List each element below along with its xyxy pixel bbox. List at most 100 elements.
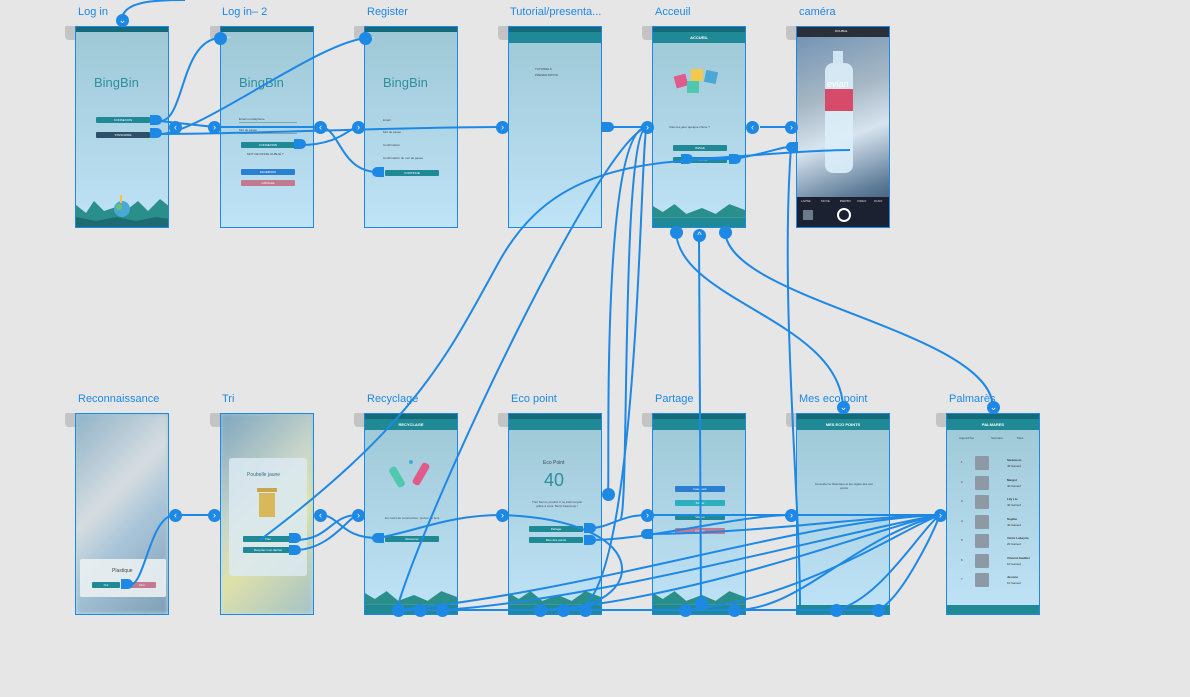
link-handle[interactable] — [372, 167, 384, 177]
tab-bar[interactable] — [653, 218, 745, 227]
link-node[interactable] — [414, 604, 427, 617]
link-node[interactable] — [579, 604, 592, 617]
back-arrow-icon[interactable]: ← — [370, 34, 376, 40]
artboard-title-meseco[interactable]: Mes eco point — [799, 393, 868, 405]
camera-mode[interactable]: LAPSE — [801, 199, 811, 203]
camera-mode[interactable]: PANO — [874, 199, 883, 203]
link-handle[interactable] — [289, 533, 301, 543]
link-handle[interactable] — [584, 535, 596, 545]
screen-ecopoint[interactable]: Eco Point 40 Trier bien le produit. Il n… — [508, 413, 602, 615]
facebook-button[interactable]: FACEBOOK — [241, 169, 295, 175]
artboard-title-reconnaissance[interactable]: Reconnaissance — [78, 393, 160, 405]
google-button[interactable]: GOOGLE — [241, 180, 295, 186]
link-node[interactable] — [602, 488, 615, 501]
recycle-button[interactable]: Recycler mon déchet — [243, 547, 293, 553]
continue-button[interactable]: CONTINUE — [385, 170, 439, 176]
link-node[interactable] — [392, 604, 405, 617]
link-handle[interactable] — [150, 115, 162, 125]
connexion-button[interactable]: CONNEXION — [241, 142, 295, 148]
artboard-title-tutorial[interactable]: Tutorial/presenta... — [510, 6, 602, 18]
screen-recyclage[interactable]: RECYCLAGE En cours de construction, (sui… — [364, 413, 458, 615]
artboard-title-partage[interactable]: Partage — [655, 393, 694, 405]
link-handle[interactable] — [602, 122, 614, 132]
camera-mode[interactable]: MOVE — [821, 199, 830, 203]
chevron-left-icon[interactable]: ‹ — [746, 121, 759, 134]
camera-mode[interactable]: VIDEO — [857, 199, 867, 203]
tab-month[interactable]: Mois — [1017, 436, 1024, 440]
screen-accueil[interactable]: ACCUEIL Vous les jeter quelque chose ? I… — [652, 26, 746, 228]
chevron-up-icon[interactable]: ^ — [693, 229, 706, 242]
yes-button[interactable]: Oui — [92, 582, 120, 588]
chevron-right-icon[interactable]: › — [641, 509, 654, 522]
link-node[interactable] — [436, 604, 449, 617]
link-node[interactable] — [830, 604, 843, 617]
link-node[interactable] — [670, 226, 683, 239]
camera-mode[interactable]: PHOTO — [840, 199, 851, 203]
chevron-right-icon[interactable]: › — [208, 509, 221, 522]
chevron-right-icon[interactable]: › — [352, 121, 365, 134]
gallery-thumbnail[interactable] — [803, 210, 813, 220]
link-handle[interactable] — [681, 154, 693, 164]
chevron-down-icon[interactable]: ⌄ — [116, 14, 129, 27]
link-node[interactable] — [557, 604, 570, 617]
link-node[interactable] — [695, 597, 708, 610]
tab-week[interactable]: Semaine — [991, 436, 1003, 440]
artboard-title-login[interactable]: Log in — [78, 6, 108, 18]
link-node[interactable] — [872, 604, 885, 617]
link-handle[interactable] — [294, 139, 306, 149]
screen-tutorial[interactable]: TUTORIELS PRESENTATION — [508, 26, 602, 228]
no-button[interactable]: Non — [128, 582, 156, 588]
chevron-left-icon[interactable]: ‹ — [169, 509, 182, 522]
link-handle[interactable] — [121, 579, 133, 589]
chevron-right-icon[interactable]: › — [496, 121, 509, 134]
link-handle[interactable] — [641, 529, 653, 539]
chevron-left-icon[interactable]: ‹ — [314, 509, 327, 522]
tab-today[interactable]: Aujourd'hui — [959, 436, 974, 440]
image-button[interactable]: IMAGE — [673, 145, 727, 151]
screen-camera[interactable]: DOUBLE evian LAPSE MOVE PHOTO VIDEO PANO — [796, 26, 890, 228]
link-handle[interactable] — [584, 523, 596, 533]
confirmation-field[interactable]: Confirmation — [383, 143, 401, 147]
artboard-title-tri[interactable]: Tri — [222, 393, 235, 405]
link-handle[interactable] — [786, 142, 798, 152]
link-node[interactable] — [534, 604, 547, 617]
chevron-right-icon[interactable]: › — [934, 509, 947, 522]
artboard-title-register[interactable]: Register — [367, 6, 408, 18]
back-arrow-icon[interactable]: ← — [226, 34, 232, 40]
link-handle[interactable] — [729, 154, 741, 164]
screen-tri[interactable]: Poubelle jaune Trier Recycler mon déchet — [220, 413, 314, 615]
confirm-password-field[interactable]: Confirmation du mot de passe — [383, 156, 424, 160]
link-node[interactable] — [359, 32, 372, 45]
chevron-right-icon[interactable]: › — [785, 121, 798, 134]
tab-bar[interactable] — [947, 605, 1039, 614]
chevron-down-icon[interactable]: ⌄ — [987, 401, 1000, 414]
my-points-button[interactable]: Mes des points — [529, 537, 583, 543]
sort-button[interactable]: Trier — [243, 536, 293, 542]
share-button[interactable]: Partage — [529, 526, 583, 532]
chevron-right-icon[interactable]: › — [785, 509, 798, 522]
shutter-button[interactable] — [837, 208, 851, 222]
chevron-right-icon[interactable]: › — [641, 121, 654, 134]
artboard-title-palmares[interactable]: Palmarès — [949, 393, 996, 405]
link-node[interactable] — [728, 604, 741, 617]
forgot-password-link[interactable]: MOT DE PASSE OUBLIÉ ? — [247, 152, 284, 156]
chevron-left-icon[interactable]: ‹ — [314, 121, 327, 134]
artboard-title-recyclage[interactable]: Recyclage — [367, 393, 419, 405]
artboard-title-camera[interactable]: caméra — [799, 6, 836, 18]
password-field[interactable]: Mot de passe — [239, 128, 258, 132]
register-button[interactable]: S'INSCRIRE — [96, 132, 150, 138]
link-node[interactable] — [679, 604, 692, 617]
chevron-right-icon[interactable]: › — [352, 509, 365, 522]
email-field[interactable]: Email — [383, 118, 391, 122]
chevron-right-icon[interactable]: › — [208, 121, 221, 134]
link-node[interactable] — [214, 32, 227, 45]
artboard-title-ecopoint[interactable]: Eco point — [511, 393, 557, 405]
return-button[interactable]: Retourner — [385, 536, 439, 542]
